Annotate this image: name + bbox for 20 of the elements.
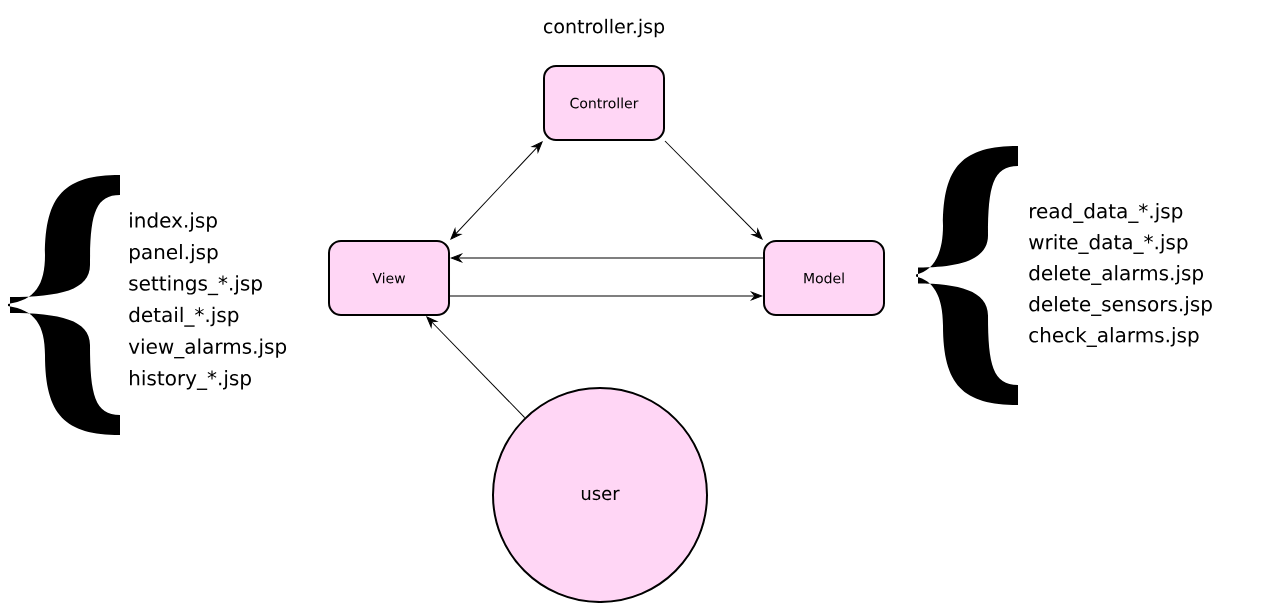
file-label: delete_alarms.jsp bbox=[1029, 265, 1203, 285]
arrow bbox=[450, 141, 543, 240]
file-label: delete_sensors.jsp bbox=[1029, 296, 1212, 316]
file-label: write_data_*.jsp bbox=[1029, 234, 1188, 254]
file-label: settings_*.jsp bbox=[129, 275, 262, 296]
file-label: history_*.jsp bbox=[130, 370, 251, 390]
component-box: View bbox=[328, 240, 450, 316]
component-box: Controller bbox=[543, 65, 665, 141]
file-label: panel.jsp bbox=[130, 243, 218, 264]
arrow bbox=[426, 316, 526, 419]
file-label: read_data_*.jsp bbox=[1030, 203, 1183, 223]
file-label: check_alarms.jsp bbox=[1029, 327, 1199, 347]
arrow bbox=[450, 253, 764, 263]
component-box: Model bbox=[763, 240, 885, 316]
file-label: index.jsp bbox=[130, 212, 217, 232]
arrow bbox=[664, 140, 763, 240]
file-label: controller.jsp bbox=[543, 18, 665, 38]
file-label: detail_*.jsp bbox=[129, 306, 239, 327]
file-label: view_alarms.jsp bbox=[128, 338, 287, 359]
arrow bbox=[449, 291, 763, 301]
